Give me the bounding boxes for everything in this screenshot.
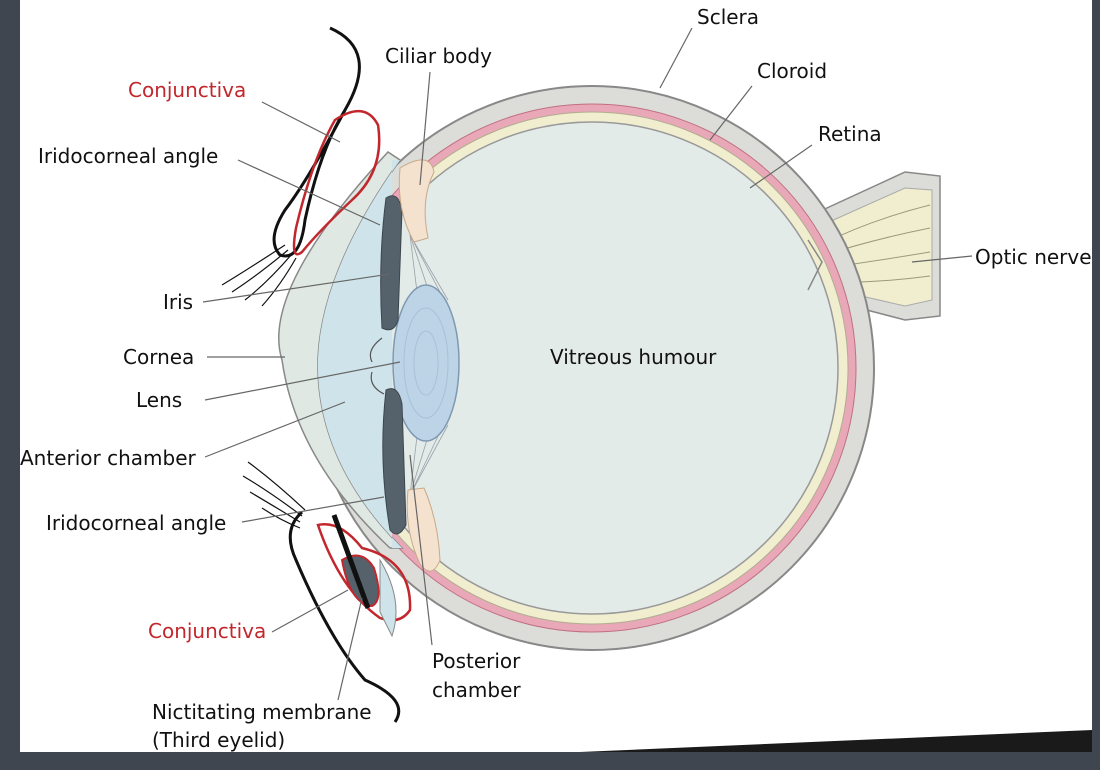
lens-ring-1 (403, 307, 449, 419)
ciliar-body-lower (406, 487, 441, 572)
conjunctiva-upper-shape (292, 110, 381, 256)
aqueous-flow-arrow-down (370, 371, 385, 395)
label-posterior-chamber-line2: chamber (432, 678, 521, 702)
lower-eyelashes (242, 461, 306, 529)
label-iris: Iris (163, 290, 193, 314)
label-conjunctiva-top: Conjunctiva (128, 78, 246, 102)
leader-lines (202, 27, 973, 701)
label-sclera: Sclera (697, 5, 759, 29)
aqueous-flow-arrow-up (369, 337, 383, 363)
label-anterior-chamber: Anterior chamber (20, 446, 197, 470)
lens-ring-2 (413, 330, 439, 396)
lower-fornix (379, 558, 397, 638)
label-optic-nerve: Optic nerve (975, 245, 1092, 269)
iris-upper (380, 195, 403, 331)
iris-lower (382, 388, 407, 535)
label-nictitating-line1: Nictitating membrane (152, 700, 372, 724)
label-cloroid: Cloroid (757, 59, 827, 83)
label-lens: Lens (136, 388, 182, 412)
label-nictitating-line2: (Third eyelid) (152, 728, 285, 752)
label-posterior-chamber-line1: Posterior (432, 649, 521, 673)
label-conjunctiva-bottom: Conjunctiva (148, 619, 266, 643)
label-retina: Retina (818, 122, 882, 146)
optic-disc (807, 239, 823, 291)
label-iridocorneal-angle-top: Iridocorneal angle (38, 144, 218, 168)
label-iridocorneal-angle-bottom: Iridocorneal angle (46, 511, 226, 535)
third-eyelid-cartilage (331, 514, 371, 609)
lower-eyelid (288, 510, 401, 723)
panel-shadow (580, 730, 1092, 752)
upper-eyelashes (221, 244, 297, 307)
label-cornea: Cornea (123, 345, 194, 369)
ciliar-body-upper (398, 159, 435, 243)
label-vitreous-humour: Vitreous humour (550, 345, 717, 369)
label-ciliar-body: Ciliar body (385, 44, 492, 68)
